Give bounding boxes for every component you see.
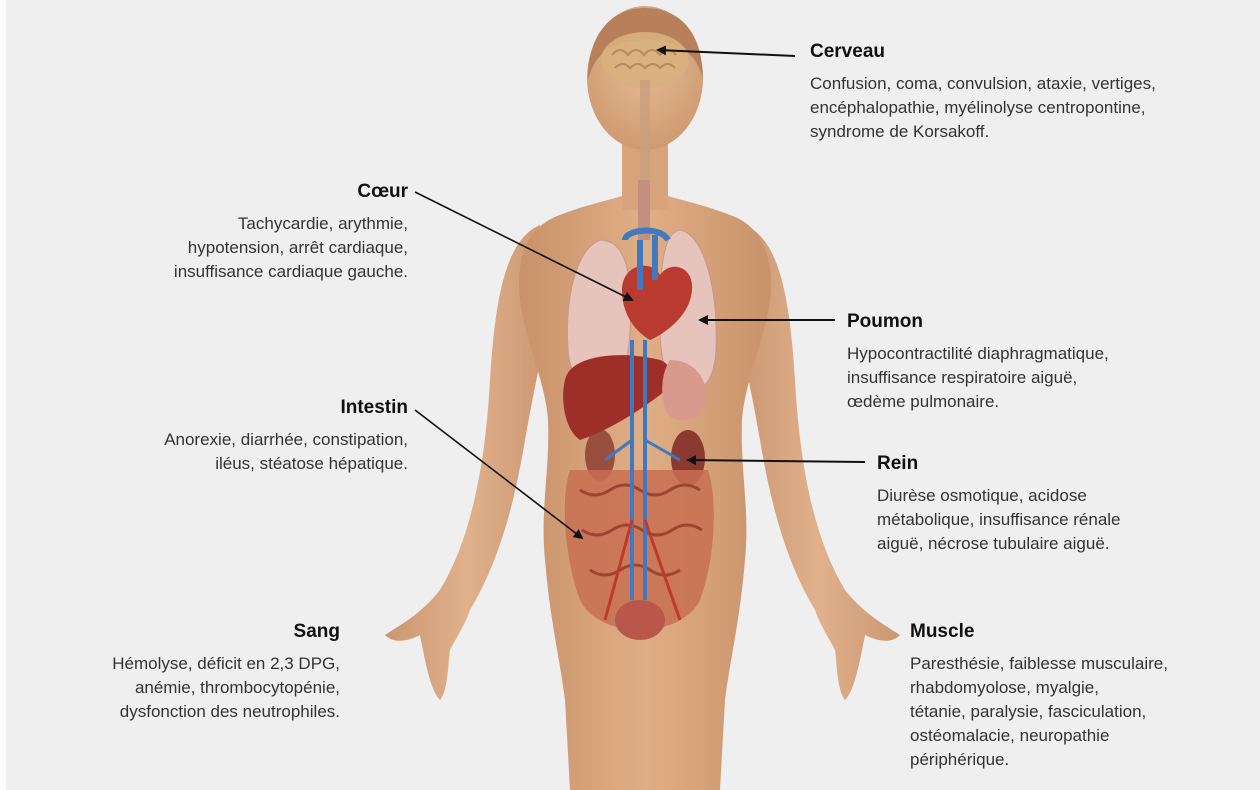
label-description: Tachycardie, arythmie, hypotension, arrê… xyxy=(60,212,408,284)
label-description: Paresthésie, faiblesse musculaire, rhabd… xyxy=(910,652,1255,772)
label-sang: Sang Hémolyse, déficit en 2,3 DPG, anémi… xyxy=(20,620,340,724)
label-description: Hypocontractilité diaphragmatique, insuf… xyxy=(847,342,1247,414)
label-intestin: Intestin Anorexie, diarrhée, constipatio… xyxy=(40,396,408,476)
label-cerveau: Cerveau Confusion, coma, convulsion, ata… xyxy=(810,40,1260,144)
label-title: Rein xyxy=(877,452,1257,476)
label-coeur: Cœur Tachycardie, arythmie, hypotension,… xyxy=(60,180,408,284)
label-title: Poumon xyxy=(847,310,1247,334)
label-description: Confusion, coma, convulsion, ataxie, ver… xyxy=(810,72,1260,144)
label-description: Anorexie, diarrhée, constipation, iléus,… xyxy=(40,428,408,476)
label-title: Intestin xyxy=(40,396,408,420)
label-title: Cœur xyxy=(60,180,408,204)
label-title: Cerveau xyxy=(810,40,1260,64)
label-title: Muscle xyxy=(910,620,1255,644)
label-muscle: Muscle Paresthésie, faiblesse musculaire… xyxy=(910,620,1255,772)
label-title: Sang xyxy=(20,620,340,644)
label-description: Diurèse osmotique, acidose métabolique, … xyxy=(877,484,1257,556)
label-description: Hémolyse, déficit en 2,3 DPG, anémie, th… xyxy=(20,652,340,724)
label-rein: Rein Diurèse osmotique, acidose métaboli… xyxy=(877,452,1257,556)
label-poumon: Poumon Hypocontractilité diaphragmatique… xyxy=(847,310,1247,414)
